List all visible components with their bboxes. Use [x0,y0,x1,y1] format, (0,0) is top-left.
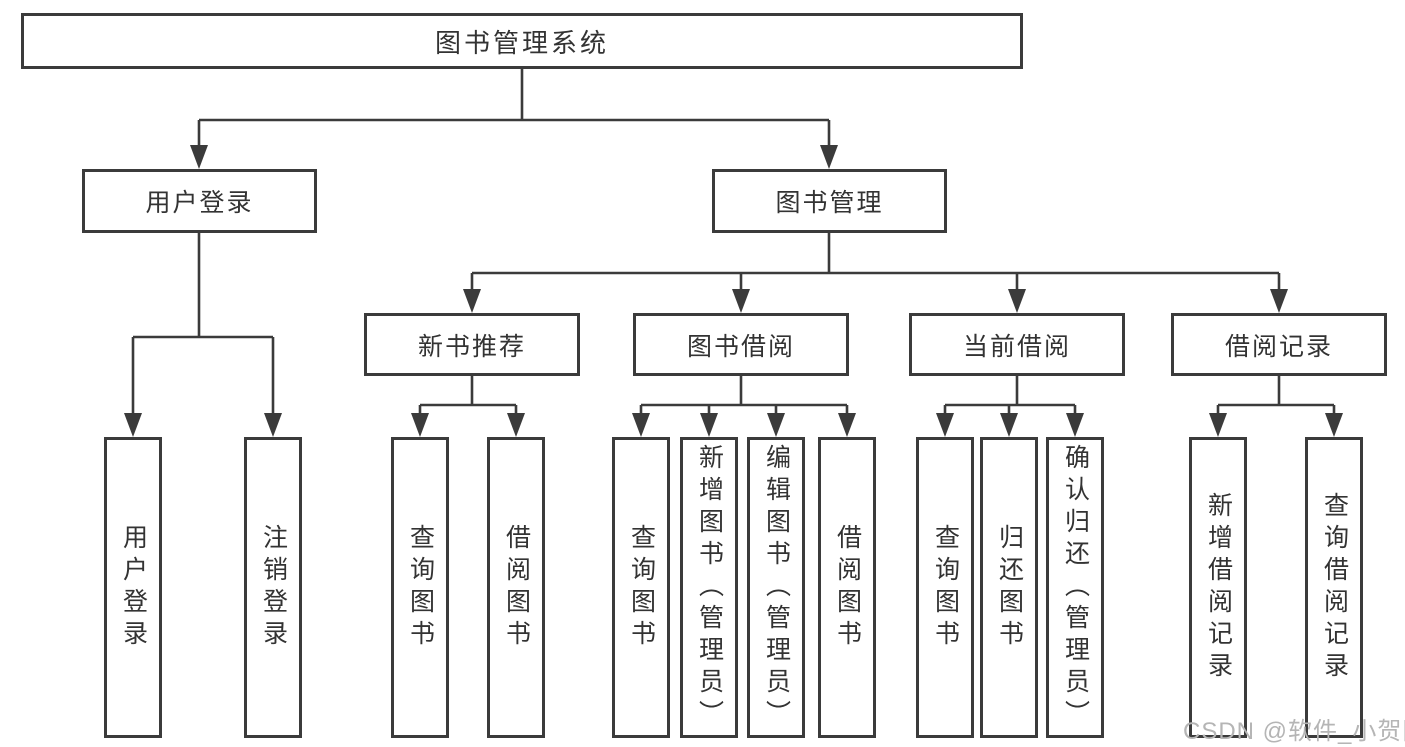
node-book-borrow: 图书借阅 [633,313,849,376]
node-label: 查询图书 [627,523,656,652]
leaf-logout: 注销登录 [244,437,302,738]
node-label: 归还图书 [995,523,1024,652]
node-label: 当前借阅 [962,332,1071,361]
node-label: 新增借阅记录 [1204,491,1233,684]
node-label: 查询借阅记录 [1320,491,1349,684]
arrow-down-icon [936,413,954,437]
node-label: 图书管理 [775,189,884,217]
arrow-down-icon [264,413,282,437]
leaf-query-borrow-record: 查询借阅记录 [1305,437,1363,738]
node-user-login: 用户登录 [82,169,317,233]
node-label: 确认归还（管理员） [1061,443,1090,732]
arrow-down-icon [1325,413,1343,437]
arrow-down-icon [1066,413,1084,437]
node-new-book-recommend: 新书推荐 [364,313,580,376]
arrow-down-icon [1209,413,1227,437]
node-label: 注销登录 [259,523,288,652]
arrow-down-icon [820,145,838,169]
arrow-down-icon [1008,289,1026,313]
node-library-management-system: 图书管理系统 [21,13,1023,69]
csdn-watermark: CSDN @软件_小贺同学 [1183,718,1405,745]
arrow-down-icon [507,413,525,437]
node-label: 查询图书 [931,523,960,652]
node-label: 查询图书 [406,523,435,652]
arrow-down-icon [124,413,142,437]
leaf-query-books-current: 查询图书 [916,437,974,738]
arrow-down-icon [767,413,785,437]
leaf-query-books-recommend: 查询图书 [391,437,449,738]
leaf-user-login: 用户登录 [104,437,162,738]
node-label: 图书借阅 [686,332,795,361]
leaf-confirm-return-admin: 确认归还（管理员） [1046,437,1104,738]
node-label: 用户登录 [119,523,148,652]
node-label: 新增图书（管理员） [695,443,724,732]
arrow-down-icon [632,413,650,437]
arrow-down-icon [463,289,481,313]
node-label: 借阅图书 [502,523,531,652]
arrow-down-icon [1000,413,1018,437]
node-label: 编辑图书（管理员） [762,443,791,732]
arrow-down-icon [700,413,718,437]
arrow-down-icon [838,413,856,437]
node-label: 图书管理系统 [434,27,609,58]
node-borrow-records: 借阅记录 [1171,313,1387,376]
leaf-borrow-books: 借阅图书 [818,437,876,738]
leaf-borrow-books-recommend: 借阅图书 [487,437,545,738]
node-current-borrow: 当前借阅 [909,313,1125,376]
leaf-add-books-admin: 新增图书（管理员） [680,437,738,738]
node-label: 借阅图书 [833,523,862,652]
node-label: 新书推荐 [417,332,526,361]
arrow-down-icon [1270,289,1288,313]
node-label: 借阅记录 [1224,332,1333,361]
node-label: 用户登录 [145,189,254,217]
leaf-edit-books-admin: 编辑图书（管理员） [747,437,805,738]
arrow-down-icon [190,145,208,169]
arrow-down-icon [411,413,429,437]
leaf-add-borrow-record: 新增借阅记录 [1189,437,1247,738]
arrow-down-icon [732,289,750,313]
leaf-query-books-borrow: 查询图书 [612,437,670,738]
leaf-return-books: 归还图书 [980,437,1038,738]
node-book-management: 图书管理 [712,169,947,233]
